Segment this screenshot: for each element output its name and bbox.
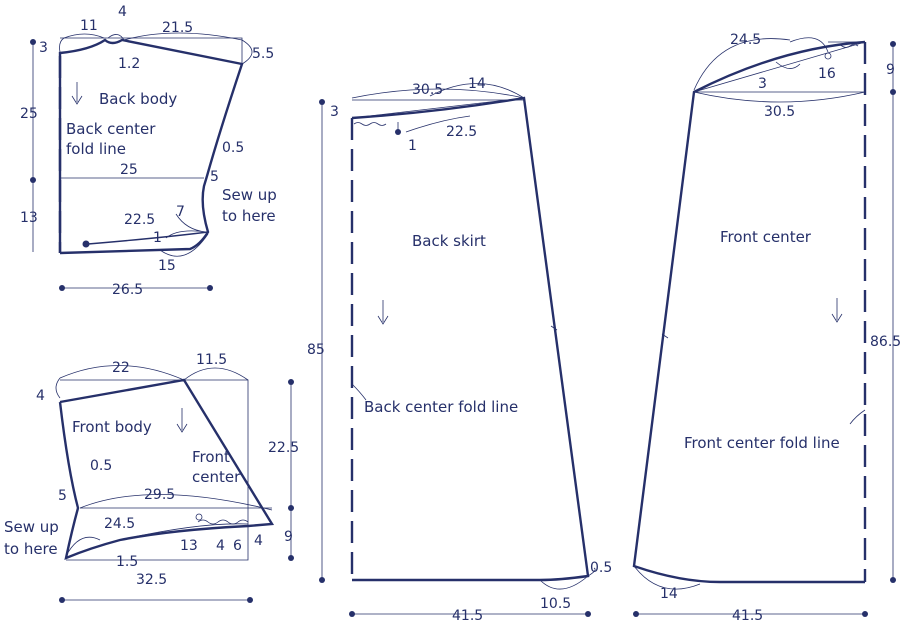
front-skirt-title: Front center — [720, 228, 812, 246]
bb-dim-width: 26.5 — [112, 282, 143, 298]
bb-dim-top-drop: 3 — [39, 40, 48, 56]
fs-dim-waist: 30.5 — [764, 104, 795, 120]
fb-dim-top-w: 22 — [112, 360, 130, 376]
bb-dim-slit: 5 — [210, 169, 219, 185]
bb-dim-ease: 0.5 — [222, 140, 244, 156]
front-body-sew-2: to here — [4, 540, 58, 558]
fs-dim-drop: 9 — [886, 62, 895, 78]
back-skirt-guides — [351, 97, 525, 119]
fb-dim-top-ext: 11.5 — [196, 352, 227, 368]
bb-dim-hem-rise: 7 — [176, 204, 185, 220]
bs-dim-drop: 3 — [330, 104, 339, 120]
bs-dim-dip: 1 — [408, 138, 417, 154]
front-body-center-2: center — [192, 468, 241, 486]
fs-dim-hem-curve: 14 — [660, 586, 678, 602]
back-body-guides — [59, 37, 243, 253]
back-body-hem-curve — [87, 231, 209, 245]
fb-dim-pleat-c: 4 — [254, 533, 263, 549]
fb-dim-pleat-a: 4 — [216, 538, 225, 554]
bb-dim-hem-dip: 1 — [153, 230, 162, 246]
fs-dim-gather: 16 — [818, 66, 836, 82]
fb-dim-curve: 24.5 — [104, 516, 135, 532]
back-body-fold-1: Back center — [66, 120, 156, 138]
fb-dim-left-drop: 4 — [36, 388, 45, 404]
back-skirt-title: Back skirt — [412, 232, 486, 250]
back-skirt-dim-arcs — [351, 83, 525, 133]
back-skirt-grain-arrow — [377, 300, 389, 325]
bb-dim-neck-w: 11 — [80, 18, 98, 34]
bb-dim-shoulder: 21.5 — [162, 20, 193, 36]
back-skirt-piece: Back skirt Back center fold line 3 30.5 … — [307, 76, 612, 624]
bs-dim-curve: 22.5 — [446, 124, 477, 140]
front-skirt-outline — [632, 40, 866, 584]
front-skirt-dim-arcs — [693, 37, 866, 103]
front-body-sew-1: Sew up — [4, 518, 59, 536]
bb-dim-length: 25 — [20, 106, 38, 122]
front-body-title: Front body — [72, 418, 152, 436]
fb-dim-slit: 5 — [58, 488, 67, 504]
fb-dim-width: 32.5 — [136, 572, 167, 588]
back-body-sew-1: Sew up — [222, 186, 277, 204]
bs-dim-hem-curve: 10.5 — [540, 596, 571, 612]
bs-dim-waist: 30.5 — [412, 82, 443, 98]
back-body-fold-2: fold line — [66, 140, 126, 158]
front-skirt-hem-arc — [633, 565, 701, 590]
fb-dim-pleat-b: 6 — [233, 538, 242, 554]
fs-dim-curve: 24.5 — [730, 32, 761, 48]
front-body-center-1: Front — [192, 448, 230, 466]
bb-dim-lower: 13 — [20, 210, 38, 226]
back-skirt-gather — [353, 122, 387, 126]
front-skirt-guides — [693, 41, 866, 93]
fs-dim-dart: 3 — [758, 76, 767, 92]
bs-dim-length: 85 — [307, 342, 325, 358]
front-body-outline — [58, 378, 275, 560]
front-skirt-fold: Front center fold line — [684, 434, 840, 452]
back-body-mark-dot — [82, 240, 90, 248]
front-skirt-grain-arrow — [831, 298, 843, 323]
bs-dim-side-w: 14 — [468, 76, 486, 92]
back-body-grain-arrow — [71, 82, 83, 105]
bb-dim-neck-depth: 1.2 — [118, 56, 140, 72]
front-body-piece: Front body Front center Sew up to here 2… — [4, 352, 299, 603]
bb-dim-shoulder-drop: 5.5 — [252, 46, 274, 62]
bb-dim-waist: 25 — [120, 162, 138, 178]
bb-dim-hem-curve: 22.5 — [124, 212, 155, 228]
front-skirt-piece: Front center Front center fold line 24.5… — [632, 32, 901, 624]
bs-dim-width: 41.5 — [452, 608, 483, 624]
bb-dim-hem-side: 15 — [158, 258, 176, 274]
fb-dim-height: 22.5 — [268, 440, 299, 456]
back-skirt-fold: Back center fold line — [364, 398, 518, 416]
front-body-dim-arcs — [55, 365, 273, 557]
fb-dim-curve-dip: 1.5 — [116, 554, 138, 570]
back-body-dim-arcs — [59, 32, 253, 65]
fs-dim-length: 86.5 — [870, 334, 901, 350]
bb-dim-neck-d: 4 — [118, 4, 127, 20]
back-body-outline — [58, 38, 244, 255]
back-body-sew-2: to here — [222, 207, 276, 225]
back-body-hem-arcs — [159, 213, 209, 257]
front-skirt-gather — [833, 44, 859, 48]
fb-dim-right-drop: 9 — [284, 529, 293, 545]
front-body-guides — [60, 379, 272, 561]
back-skirt-hem-arcs — [539, 567, 596, 590]
back-skirt-outline — [351, 96, 590, 582]
fs-dim-width: 41.5 — [732, 608, 763, 624]
fb-dim-hem-w: 29.5 — [144, 487, 175, 503]
fb-dim-gather: 13 — [180, 538, 198, 554]
bs-dim-hem-side: 0.5 — [590, 560, 612, 576]
front-body-gather — [197, 519, 249, 525]
front-body-grain-arrow — [176, 408, 188, 433]
back-body-piece: Back body Back center fold line Sew up t… — [20, 4, 277, 298]
back-body-title: Back body — [99, 90, 177, 108]
fb-dim-ease: 0.5 — [90, 458, 112, 474]
